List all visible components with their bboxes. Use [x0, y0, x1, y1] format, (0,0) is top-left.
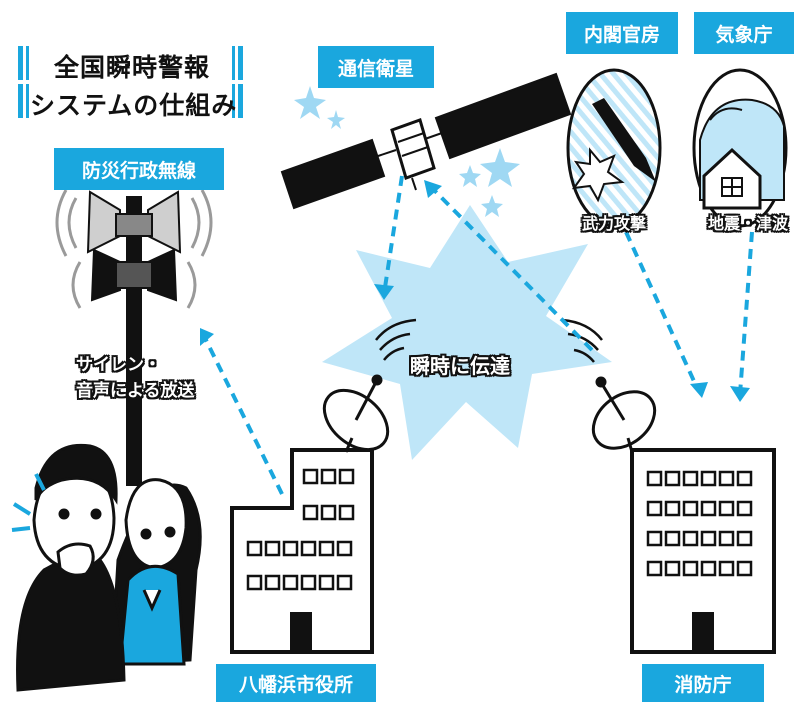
title-line-1: 全国瞬時警報 [54, 53, 211, 82]
siren-caption-line-2: 音声による放送 [76, 381, 195, 401]
transmission-burst [322, 205, 612, 460]
armed-attack-caption: 武力攻撃 [582, 214, 647, 233]
cabinet-oval [566, 68, 662, 228]
jma-label: 気象庁 [694, 12, 794, 54]
quake-tsunami-caption: 地震・津波 [708, 214, 789, 233]
frightened-people [11, 443, 202, 692]
fdma-building [630, 448, 776, 654]
city-hall-dish [322, 318, 417, 453]
title-bars [18, 46, 243, 118]
speaker-tower [55, 189, 213, 486]
jma-oval [692, 68, 788, 228]
transmission-arrows [202, 175, 754, 495]
siren-caption-line-1: サイレン・ [76, 355, 161, 375]
city-hall-label: 八幡浜市役所 [216, 664, 376, 702]
disaster-radio-label: 防災行政無線 [54, 148, 224, 190]
satellite-label: 通信衛星 [318, 46, 434, 88]
sparkle-stars [294, 86, 520, 217]
fdma-dish [561, 318, 657, 453]
city-hall-building [230, 448, 374, 654]
cabinet-label: 内閣官房 [566, 12, 678, 54]
satellite [280, 72, 572, 210]
arrow-heads [200, 180, 750, 402]
title-line-2: システムの仕組み [30, 91, 238, 120]
fdma-label: 消防庁 [642, 664, 764, 702]
instant-transmission-caption: 瞬時に伝達 [410, 354, 510, 378]
